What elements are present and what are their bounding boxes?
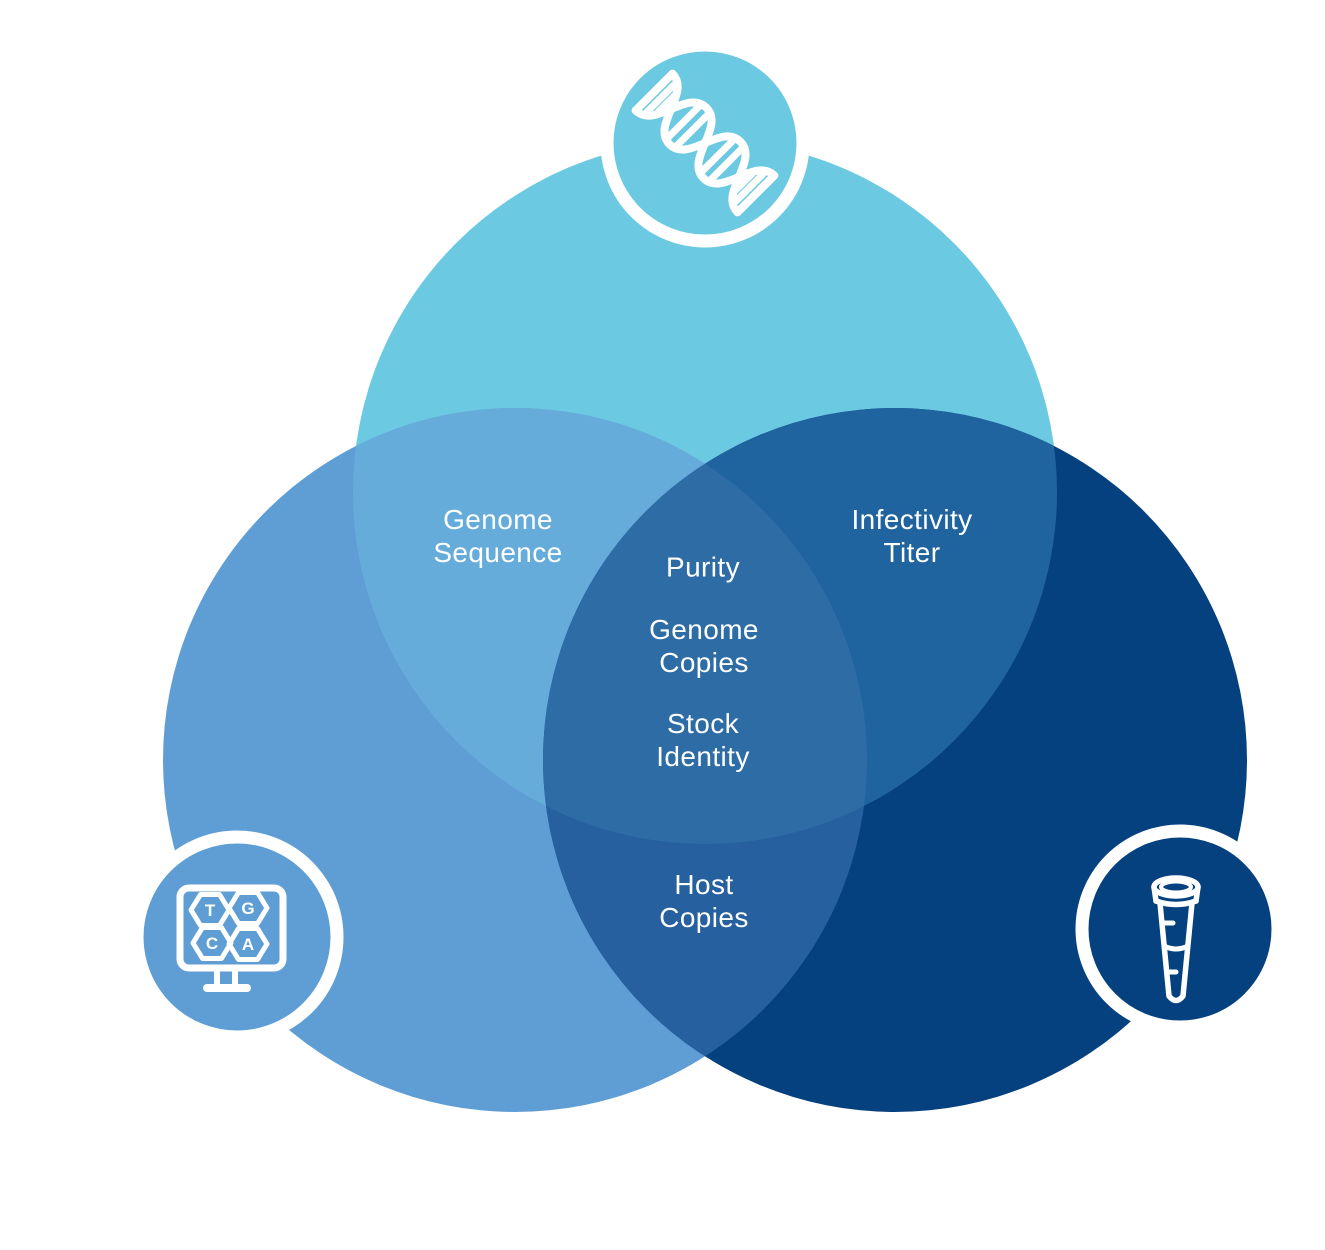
- base-letter-g: G: [241, 899, 254, 918]
- label-host-copies: Host Copies: [659, 869, 749, 933]
- dna-helix-icon: [631, 69, 779, 217]
- label-genome-sequence: Genome Sequence: [433, 504, 563, 568]
- label-infectivity-titer: Infectivity Titer: [851, 504, 973, 568]
- microcentrifuge-tube-icon: [1151, 875, 1201, 1004]
- base-letter-t: T: [205, 901, 216, 920]
- tube-icon-badge: [1075, 824, 1285, 1034]
- label-stock-identity: Stock Identity: [656, 708, 750, 772]
- sequencer-monitor-icon: T G C A: [176, 884, 287, 992]
- sequencer-icon-badge: T G C A: [130, 830, 344, 1044]
- label-purity: Purity: [666, 551, 740, 583]
- region-center: [543, 408, 867, 844]
- base-letter-c: C: [206, 934, 218, 953]
- dna-icon-badge: [600, 38, 810, 248]
- base-letter-a: A: [242, 935, 254, 954]
- label-genome-copies: Genome Copies: [649, 614, 759, 678]
